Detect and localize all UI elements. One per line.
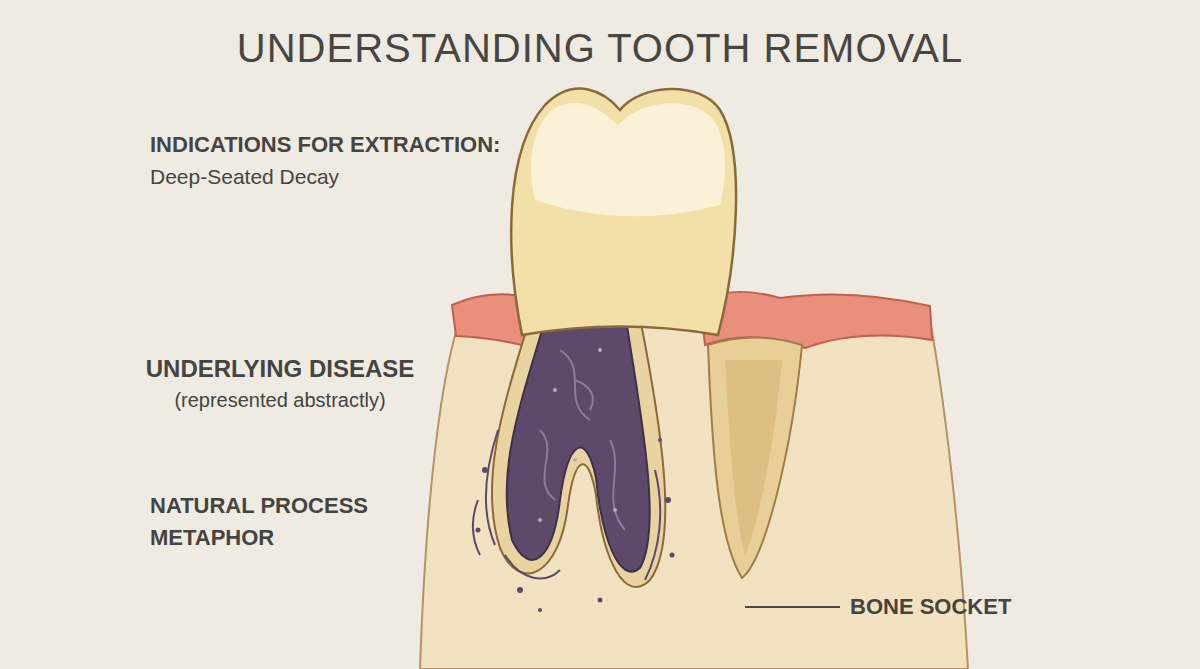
tooth-root (492, 318, 665, 587)
part-label: BONE SOCKET (850, 594, 1011, 620)
label-group: BONE SOCKET (850, 594, 1011, 620)
tooth-crown (511, 89, 736, 335)
label-group: INDICATIONS FOR EXTRACTION: Deep-Seated … (150, 128, 512, 193)
label-group: UNDERLYING DISEASE(represented abstractl… (120, 352, 440, 414)
crown-enamel (531, 103, 725, 217)
decay-dots (538, 348, 617, 522)
title: UNDERSTANDING TOOTH REMOVAL (0, 26, 1200, 71)
socket-shade (725, 360, 782, 555)
leader-line (745, 606, 840, 608)
bone-socket (708, 338, 802, 579)
heading-label: NATURAL PROCESS METAPHOR (150, 490, 400, 554)
note-label: (represented abstractly) (120, 386, 440, 414)
note-label: Deep-Seated Decay (150, 165, 339, 188)
decay-swirl (540, 350, 625, 530)
decay-dots (476, 438, 675, 612)
decay-region (507, 320, 650, 572)
decay-swirl (473, 430, 660, 580)
heading-label: INDICATIONS FOR EXTRACTION: (150, 132, 500, 157)
label-group: NATURAL PROCESS METAPHOR (150, 490, 400, 554)
heading-label: UNDERLYING DISEASE (120, 352, 440, 386)
